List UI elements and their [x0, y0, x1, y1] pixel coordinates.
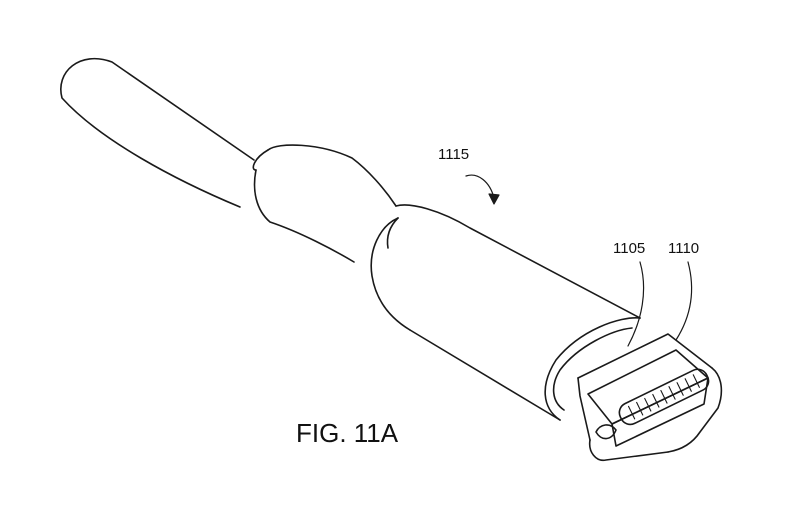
housing-front-end: [370, 217, 411, 331]
contact-pads: [627, 374, 700, 420]
housing-face-rim: [544, 317, 641, 421]
strain-relief-end: [252, 149, 269, 171]
tab-left-edge: [577, 377, 591, 441]
housing-back-end: [386, 217, 399, 249]
contact-plate-outline: [618, 368, 710, 426]
label-1115: 1115: [438, 146, 470, 163]
leader-lines: [465, 174, 693, 347]
tab-bottom-notch: [595, 424, 617, 440]
strain-relief-outline: [253, 144, 397, 263]
leader-1105: [627, 261, 645, 347]
contact-plate: [618, 368, 710, 426]
contact-pad: [644, 397, 652, 412]
contact-pad: [668, 386, 676, 400]
leader-1115-arrowhead: [488, 193, 500, 205]
housing-bottom-edge: [409, 329, 561, 421]
housing-face-inner: [552, 327, 633, 411]
tab-bottom-edge: [588, 439, 669, 462]
leader-1110: [675, 261, 693, 341]
strain-relief: [252, 144, 397, 263]
cable: [60, 57, 255, 208]
label-1110: 1110: [668, 240, 700, 257]
contact-pad: [627, 405, 636, 420]
plug-tab: [577, 333, 723, 462]
tab-top-edge: [577, 333, 713, 379]
contact-pad: [684, 378, 692, 392]
cable-outline: [60, 57, 255, 208]
contact-pad: [692, 374, 700, 388]
contact-pad: [676, 382, 684, 396]
connector-housing: [370, 204, 641, 421]
tab-front-face: [611, 377, 709, 447]
tab-side-right: [667, 367, 723, 453]
label-1105: 1105: [613, 240, 646, 257]
contact-pad: [660, 390, 668, 404]
contact-pad: [652, 393, 660, 408]
housing-top-edge: [395, 204, 641, 319]
figure-caption: FIG. 11A: [296, 418, 399, 448]
contact-pad: [636, 401, 644, 416]
